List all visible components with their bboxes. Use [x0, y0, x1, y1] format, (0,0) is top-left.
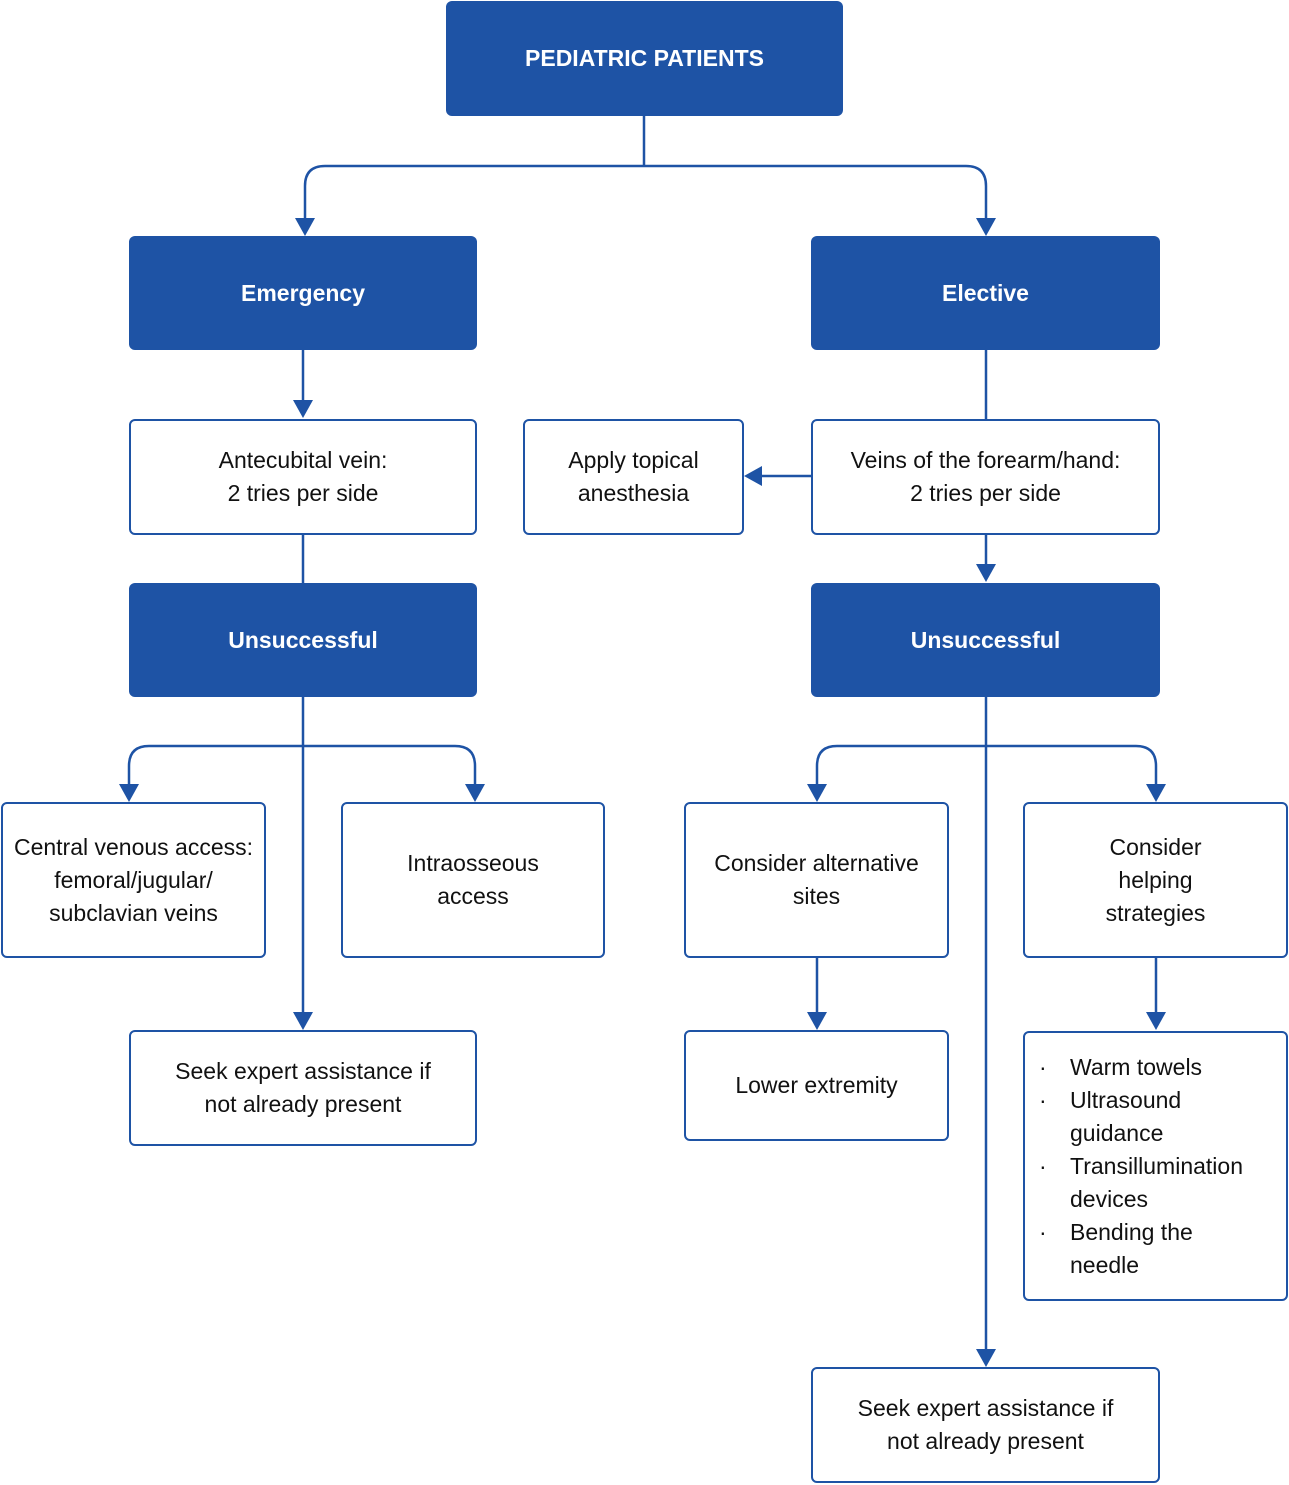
list-item: · Transillumination devices	[1039, 1150, 1276, 1216]
alternative-line-2: sites	[792, 883, 841, 909]
connector-to-helping	[986, 744, 1158, 788]
topical-line-1: Apply topical	[568, 447, 699, 473]
forearm-line-1: Veins of the forearm/hand:	[850, 447, 1121, 473]
helping-strategies-node: Consider helping strategies	[1023, 802, 1288, 958]
connector-to-emergency	[303, 164, 644, 222]
arrowhead-central	[119, 784, 139, 802]
elective-label: Elective	[942, 279, 1029, 306]
arrowhead-seek-right	[976, 1349, 996, 1367]
seek-right-line-1: Seek expert assistance if	[857, 1395, 1114, 1421]
seek-right-line-2: not already present	[887, 1428, 1084, 1454]
seek-expert-left-node: Seek expert assistance if not already pr…	[129, 1030, 477, 1146]
arrowhead-seek-left	[293, 1012, 313, 1030]
arrowhead-antecubital	[293, 400, 313, 418]
helping-line-3: strategies	[1105, 899, 1206, 926]
intraosseous-line-2: access	[437, 883, 509, 909]
arrowhead-intraosseous	[465, 784, 485, 802]
list-item: · Warm towels	[1039, 1051, 1276, 1084]
strategy-transillumination-line-2: devices	[1070, 1186, 1148, 1212]
strategy-transillumination-line-1: Transillumination	[1070, 1153, 1243, 1179]
central-line-1: Central venous access:	[13, 833, 254, 860]
unsuccessful-left-node: Unsuccessful	[129, 583, 477, 697]
unsuccessful-right-node: Unsuccessful	[811, 583, 1160, 697]
pediatric-patients-node: PEDIATRIC PATIENTS	[446, 1, 843, 116]
antecubital-line-2: 2 tries per side	[227, 480, 379, 506]
central-line-2: femoral/jugular/	[54, 866, 213, 893]
connector-to-alternative	[815, 744, 986, 788]
arrowhead-alternative	[807, 784, 827, 802]
antecubital-vein-node: Antecubital vein: 2 tries per side	[129, 419, 477, 535]
arrowhead-topical	[744, 466, 762, 486]
arrowhead-elective	[976, 218, 996, 236]
strategy-bending-line-1: Bending the	[1070, 1219, 1193, 1245]
list-item: · Ultrasound guidance	[1039, 1084, 1276, 1150]
forearm-veins-node: Veins of the forearm/hand: 2 tries per s…	[811, 419, 1160, 535]
strategy-ultrasound-line-2: guidance	[1070, 1120, 1164, 1146]
strategy-ultrasound-line-1: Ultrasound	[1070, 1087, 1182, 1113]
emergency-node: Emergency	[129, 236, 477, 350]
unsuccessful-left-label: Unsuccessful	[228, 626, 378, 653]
bullet-icon: ·	[1039, 1219, 1047, 1245]
arrowhead-lower	[807, 1012, 827, 1030]
forearm-line-2: 2 tries per side	[910, 480, 1061, 506]
topical-anesthesia-node: Apply topical anesthesia	[523, 419, 744, 535]
seek-expert-right-node: Seek expert assistance if not already pr…	[811, 1367, 1160, 1483]
connector-to-intraosseous	[303, 744, 477, 788]
central-line-3: subclavian veins	[49, 899, 218, 926]
topical-line-2: anesthesia	[577, 480, 690, 506]
strategy-bending-line-2: needle	[1070, 1252, 1140, 1278]
bullet-icon: ·	[1039, 1087, 1047, 1113]
elective-node: Elective	[811, 236, 1160, 350]
bullet-icon: ·	[1039, 1054, 1047, 1080]
helping-line-2: helping	[1118, 866, 1193, 893]
connector-to-elective	[644, 164, 988, 222]
arrowhead-emergency	[295, 218, 315, 236]
strategy-warm-towels: Warm towels	[1070, 1054, 1203, 1080]
lower-extremity-label: Lower extremity	[735, 1072, 898, 1098]
unsuccessful-right-label: Unsuccessful	[910, 626, 1061, 653]
intraosseous-line-1: Intraosseous	[407, 850, 539, 876]
connector-to-central	[127, 744, 303, 788]
intraosseous-access-node: Intraosseous access	[341, 802, 605, 958]
seek-left-line-1: Seek expert assistance if	[175, 1058, 431, 1084]
arrowhead-unsuccessful-right	[976, 564, 996, 582]
alternative-sites-node: Consider alternative sites	[684, 802, 949, 958]
central-venous-access-node: Central venous access: femoral/jugular/ …	[1, 802, 266, 958]
arrowhead-strategies	[1146, 1012, 1166, 1030]
arrowhead-helping	[1146, 784, 1166, 802]
emergency-label: Emergency	[240, 279, 365, 306]
antecubital-line-1: Antecubital vein:	[218, 447, 388, 473]
pediatric-patients-label: PEDIATRIC PATIENTS	[525, 45, 764, 71]
bullet-icon: ·	[1039, 1153, 1047, 1179]
strategies-list-node: · Warm towels · Ultrasound guidance · Tr…	[1023, 1031, 1288, 1301]
lower-extremity-node: Lower extremity	[684, 1030, 949, 1141]
helping-line-1: Consider	[1109, 833, 1202, 860]
seek-left-line-2: not already present	[204, 1091, 402, 1117]
list-item: · Bending the needle	[1039, 1216, 1276, 1282]
alternative-line-1: Consider alternative	[714, 850, 919, 876]
